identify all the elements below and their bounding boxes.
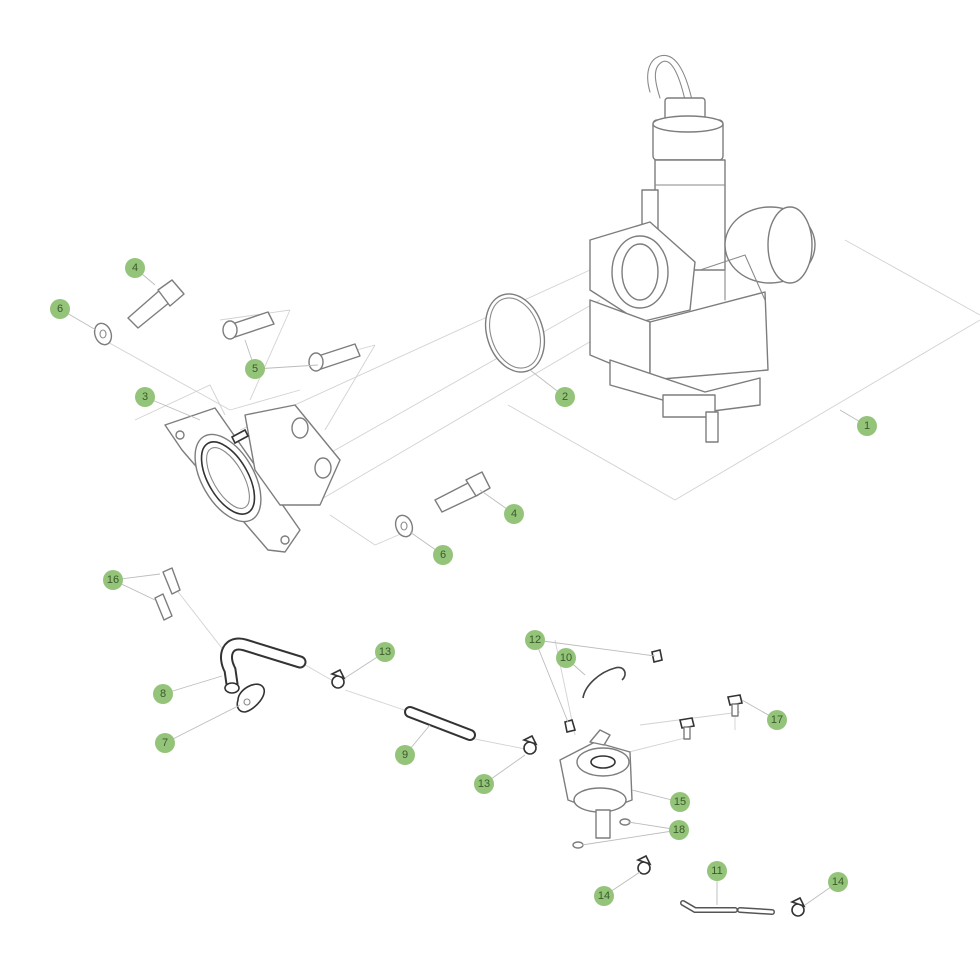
- svg-text:7: 7: [162, 737, 168, 749]
- svg-text:6: 6: [57, 303, 63, 315]
- hose-clamp-part-13b: [521, 734, 538, 755]
- callout-14-right: 14: [828, 872, 848, 892]
- valve-body-part-15: [559, 729, 633, 839]
- svg-text:14: 14: [832, 876, 844, 888]
- callout-10: 10: [556, 648, 576, 668]
- svg-text:1: 1: [864, 420, 870, 432]
- callout-14-left: 14: [594, 886, 614, 906]
- o-ring-part-2: [484, 293, 546, 373]
- bolt-part-17: [679, 694, 743, 740]
- callout-16: 16: [103, 570, 123, 590]
- washer-part-6-upper: [93, 322, 113, 346]
- svg-text:3: 3: [142, 391, 148, 403]
- svg-text:14: 14: [598, 890, 610, 902]
- svg-text:4: 4: [511, 508, 517, 520]
- callout-9: 9: [395, 745, 415, 765]
- callout-5: 5: [245, 359, 265, 379]
- screw-part-12: [564, 649, 663, 733]
- clamp-part-14b: [789, 896, 806, 917]
- callout-2: 2: [555, 387, 575, 407]
- callout-17: 17: [767, 710, 787, 730]
- svg-text:13: 13: [379, 646, 391, 658]
- hose-clamp-part-13a: [329, 668, 346, 689]
- bolt-part-5-upper: [222, 311, 275, 340]
- callout-4-upper: 4: [125, 258, 145, 278]
- svg-text:4: 4: [132, 262, 138, 274]
- svg-text:16: 16: [107, 574, 119, 586]
- svg-text:18: 18: [673, 824, 685, 836]
- svg-text:12: 12: [529, 634, 541, 646]
- callout-1: 1: [857, 416, 877, 436]
- gasket-part-7: [236, 683, 265, 713]
- callout-8: 8: [153, 684, 173, 704]
- washer-part-18: [572, 818, 631, 849]
- hose-part-11: [680, 900, 775, 915]
- tube-part-9: [404, 706, 476, 741]
- svg-text:10: 10: [560, 652, 572, 664]
- bolt-part-4-upper: [127, 279, 185, 329]
- wire-clip-part-10: [582, 666, 626, 699]
- callout-3: 3: [135, 387, 155, 407]
- svg-text:5: 5: [252, 363, 258, 375]
- svg-text:17: 17: [771, 714, 783, 726]
- callout-13-upper: 13: [375, 642, 395, 662]
- svg-text:11: 11: [711, 865, 722, 877]
- bolt-part-4-lower: [434, 471, 491, 513]
- svg-text:15: 15: [674, 796, 686, 808]
- carburetor-part-1: [589, 54, 816, 443]
- screw-part-16: [154, 567, 181, 621]
- intake-manifold-part-3: [164, 404, 341, 553]
- clamp-part-14a: [635, 854, 652, 875]
- svg-text:8: 8: [160, 688, 166, 700]
- callout-15: 15: [670, 792, 690, 812]
- washer-part-6-lower: [394, 514, 414, 538]
- bolt-part-5-lower: [308, 343, 361, 372]
- svg-text:9: 9: [402, 749, 408, 761]
- callout-13-lower: 13: [474, 774, 494, 794]
- callout-11: 11: [707, 861, 727, 881]
- callout-4-lower: 4: [504, 504, 524, 524]
- svg-text:2: 2: [562, 391, 568, 403]
- callout-6-upper: 6: [50, 299, 70, 319]
- callout-7: 7: [155, 733, 175, 753]
- svg-text:6: 6: [440, 549, 446, 561]
- svg-text:13: 13: [478, 778, 490, 790]
- callout-6-lower: 6: [433, 545, 453, 565]
- callout-18: 18: [669, 820, 689, 840]
- callout-12: 12: [525, 630, 545, 650]
- bent-pipe-part-8: [220, 637, 307, 694]
